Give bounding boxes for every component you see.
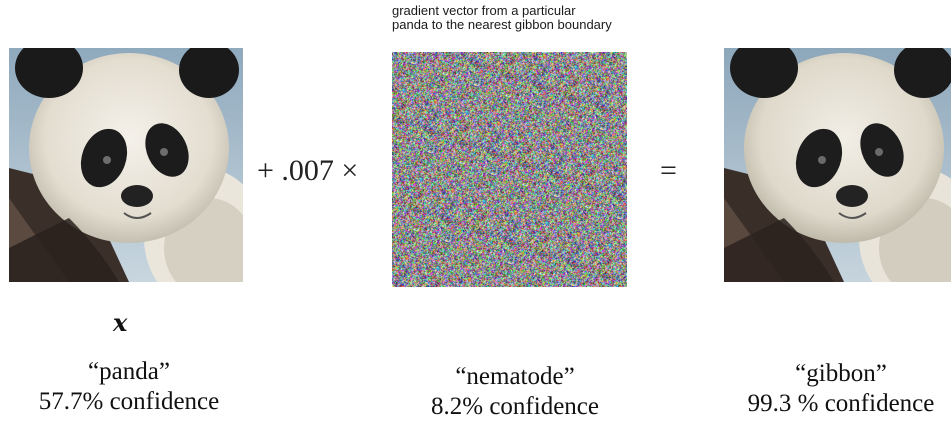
gibbon-confidence: 99.3 % confidence: [747, 390, 935, 417]
gibbon-caption: “gibbon” 99.3 % confidence: [731, 359, 951, 419]
gradient-noise-canvas: [392, 52, 627, 287]
nematode-label: “nematode”: [455, 363, 575, 390]
adversarial-image: [724, 48, 951, 282]
panda-photo-illustration: [9, 48, 243, 282]
plus-operator: + .007 ×: [257, 154, 359, 187]
nematode-confidence: 8.2% confidence: [431, 393, 599, 420]
panda-confidence: 57.7% confidence: [38, 388, 220, 415]
gradient-annotation: gradient vector from a particular panda …: [392, 4, 672, 32]
panda-image: [9, 48, 243, 282]
adversarial-photo-illustration: [724, 48, 951, 282]
noise-image: [392, 52, 627, 287]
panda-label: “panda”: [88, 358, 170, 385]
panda-caption: “panda” 57.7% confidence: [24, 357, 234, 417]
nematode-caption: “nematode” 8.2% confidence: [400, 362, 630, 422]
equals-operator: =: [660, 154, 677, 187]
annotation-line-1: gradient vector from a particular: [392, 3, 576, 18]
input-variable-x: x: [113, 308, 128, 337]
gibbon-label: “gibbon”: [795, 360, 887, 387]
annotation-line-2: panda to the nearest gibbon boundary: [392, 17, 612, 32]
